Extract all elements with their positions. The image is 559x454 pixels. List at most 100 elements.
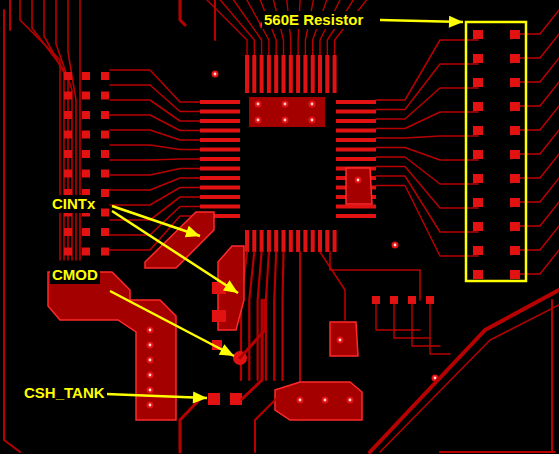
trace: [330, 252, 420, 300]
trace: [110, 85, 200, 112]
trace: [110, 70, 200, 102]
smd-pad: [101, 228, 109, 236]
smd-pad: [101, 209, 109, 217]
via-hole: [149, 359, 152, 362]
ic-pin: [267, 230, 271, 252]
resistor-pad: [473, 150, 483, 159]
resistor-pad: [473, 222, 483, 231]
via: [255, 101, 262, 108]
copper-layer: [4, 0, 559, 452]
via: [297, 397, 304, 404]
resistor-pad: [510, 174, 520, 183]
trace: [376, 64, 478, 110]
ic-pin: [303, 230, 307, 252]
via-hole: [284, 103, 287, 106]
smd-pad: [64, 248, 72, 256]
via-hole: [284, 119, 287, 122]
via: [147, 387, 154, 394]
trace: [255, 395, 280, 452]
ic-pin: [336, 157, 376, 161]
via: [347, 397, 354, 404]
trace: [110, 130, 200, 140]
smd-pad: [372, 296, 380, 304]
resistor-pad: [510, 54, 520, 63]
arrowhead: [193, 391, 207, 403]
smd-pad: [408, 296, 416, 304]
via: [147, 402, 154, 409]
ic-pin: [200, 110, 240, 114]
ic-pin: [303, 55, 307, 93]
resistor-pad: [473, 270, 483, 279]
smd-pad: [64, 131, 72, 139]
ic-pin: [282, 230, 286, 252]
ic-pin: [311, 230, 315, 252]
resistor-pad: [510, 246, 520, 255]
smd-pad: [82, 248, 90, 256]
trace: [274, 252, 276, 380]
smd-pad: [82, 111, 90, 119]
smd-pad: [64, 150, 72, 158]
smd-pad: [101, 72, 109, 80]
via: [355, 177, 362, 184]
trace: [56, 0, 72, 260]
trace: [110, 145, 200, 150]
ic-pin: [336, 138, 376, 142]
ic-pin: [274, 55, 278, 93]
trace: [376, 167, 478, 209]
smd-pad: [64, 92, 72, 100]
resistor-highlight-box: [466, 22, 526, 281]
ic-pin: [200, 129, 240, 133]
resistor-pad: [473, 54, 483, 63]
arrowhead: [219, 344, 234, 356]
trace: [4, 10, 20, 452]
arrowhead: [223, 280, 238, 293]
trace: [220, 0, 254, 55]
trace: [180, 399, 200, 452]
ic-pin: [200, 195, 240, 199]
trace: [376, 176, 478, 232]
resistor-pad: [510, 150, 520, 159]
trace: [412, 304, 440, 346]
copper-pour: [330, 322, 358, 356]
ic-pin: [274, 230, 278, 252]
resistor-pad: [510, 102, 520, 111]
trace: [234, 0, 262, 55]
ic-pin: [252, 230, 256, 252]
trace: [430, 304, 450, 354]
ic-pin: [336, 100, 376, 104]
ic-pin: [289, 230, 293, 252]
trace: [376, 88, 478, 119]
via-hole: [257, 103, 260, 106]
trace: [376, 186, 478, 257]
smd-pad: [82, 72, 90, 80]
ic-pin: [245, 55, 249, 93]
resistor-pad: [510, 126, 520, 135]
via-hole: [214, 73, 217, 76]
capacitor-pad: [230, 393, 242, 405]
ic-pin: [333, 230, 337, 252]
part-label: 560E Resistor: [262, 11, 365, 29]
smd-pad: [64, 72, 72, 80]
trace: [320, 252, 345, 320]
trace: [370, 290, 559, 452]
trace: [376, 304, 420, 330]
smd-pad: [426, 296, 434, 304]
ic-pin: [336, 214, 376, 218]
ic-pin: [200, 157, 240, 161]
smd-pad: [390, 296, 398, 304]
trace: [283, 252, 284, 380]
ic-pin: [200, 138, 240, 142]
ic-thermal-pad: [249, 97, 325, 127]
ic-pin: [318, 55, 322, 93]
via-hole: [257, 119, 260, 122]
via: [322, 397, 329, 404]
ic-pin: [200, 167, 240, 171]
via: [147, 372, 154, 379]
smd-pad: [101, 189, 109, 197]
resistor-pad: [473, 78, 483, 87]
ic-pin: [282, 55, 286, 93]
leader-line: [106, 394, 207, 398]
ic-pin: [200, 148, 240, 152]
ic-pin: [336, 119, 376, 123]
